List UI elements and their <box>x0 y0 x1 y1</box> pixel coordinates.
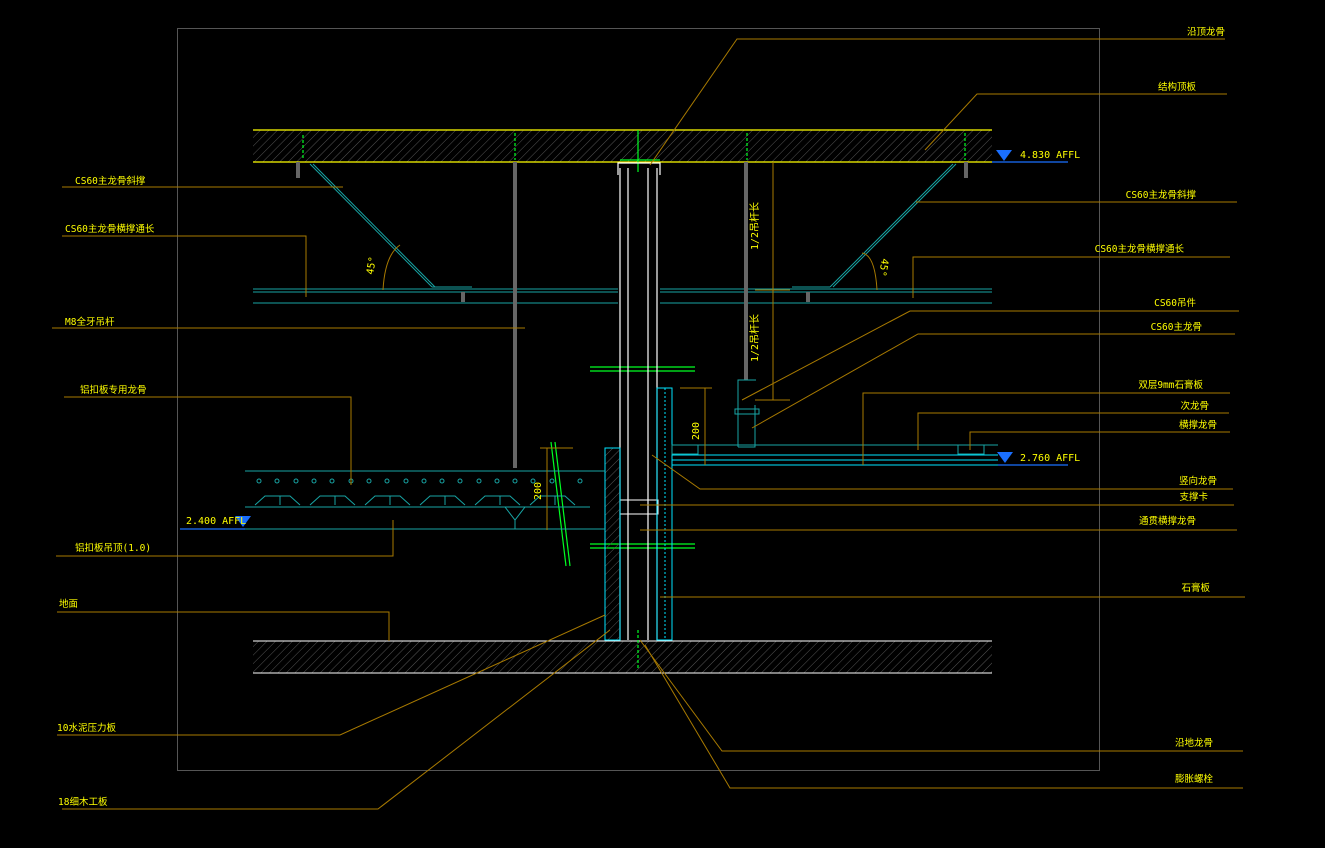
right-callouts <box>639 38 1245 789</box>
dimension-200-left: 200 <box>533 482 544 500</box>
dimension-half-rod-lower: 1/2吊杆长 <box>749 314 761 362</box>
callout-label: 沿顶龙骨 <box>1187 26 1225 38</box>
elevation-label: 2.760 AFFL <box>1020 453 1080 464</box>
dimension-half-rod-upper: 1/2吊杆长 <box>749 202 761 250</box>
partition-wall <box>604 162 673 641</box>
structural-ceiling-slab <box>253 129 992 163</box>
cs60-hanger-clip <box>734 379 760 448</box>
callout-label: 通贯横撑龙骨 <box>1139 515 1196 527</box>
dimension-lines <box>540 162 790 530</box>
callout-label: 10水泥压力板 <box>57 722 116 734</box>
callout-label: CS60主龙骨横撑通长 <box>65 223 155 235</box>
callout-label: 竖向龙骨 <box>1179 475 1217 487</box>
callout-label: 支撑卡 <box>1179 491 1208 503</box>
callout-label: 双层9mm石膏板 <box>1138 379 1203 391</box>
callout-label: 地面 <box>59 598 78 610</box>
callout-label: CS60主龙骨 <box>1151 321 1202 333</box>
elevation-marker-gypsum-ceiling: 2.760 AFFL <box>997 452 1080 466</box>
elevation-label: 2.400 AFFL <box>186 516 246 527</box>
callout-label: CS60主龙骨斜撑 <box>75 175 146 187</box>
angle-label-right: 45° <box>876 257 890 277</box>
left-callouts <box>52 186 611 810</box>
elevation-label: 4.830 AFFL <box>1020 150 1080 161</box>
floor-slab <box>253 640 992 674</box>
callout-label: M8全牙吊杆 <box>65 316 115 328</box>
callout-label: 石膏板 <box>1181 582 1210 594</box>
main-channel-runners <box>253 288 992 304</box>
callout-label: 铝扣板吊顶(1.0) <box>75 542 151 554</box>
callout-label: 次龙骨 <box>1180 400 1209 412</box>
diagonal-braces <box>309 163 957 291</box>
callout-label: CS60主龙骨横撑通长 <box>1095 243 1185 255</box>
elevation-marker-ceiling-slab: 4.830 AFFL <box>992 150 1080 163</box>
aluminum-ceiling-holes <box>256 478 583 484</box>
callout-label: CS60吊件 <box>1154 297 1196 309</box>
gypsum-board-ceiling <box>671 444 998 466</box>
drawing-frame <box>177 28 1100 771</box>
hanger-rods <box>296 162 968 468</box>
callout-label: 沿地龙骨 <box>1175 737 1213 749</box>
callout-label: 铝扣板专用龙骨 <box>80 384 147 396</box>
callout-label: 膨胀螺栓 <box>1175 773 1214 785</box>
callout-label: 横撑龙骨 <box>1179 419 1217 431</box>
angle-label-left: 45° <box>365 256 379 276</box>
anchor-bolts <box>302 130 966 668</box>
callout-label: CS60主龙骨斜撑 <box>1126 189 1197 201</box>
callout-label: 结构顶板 <box>1158 81 1197 93</box>
elevation-marker-aluminum-ceiling: 2.400 AFFL <box>180 516 251 530</box>
callout-label: 18细木工板 <box>58 796 108 808</box>
dimension-200-right: 200 <box>691 422 702 440</box>
